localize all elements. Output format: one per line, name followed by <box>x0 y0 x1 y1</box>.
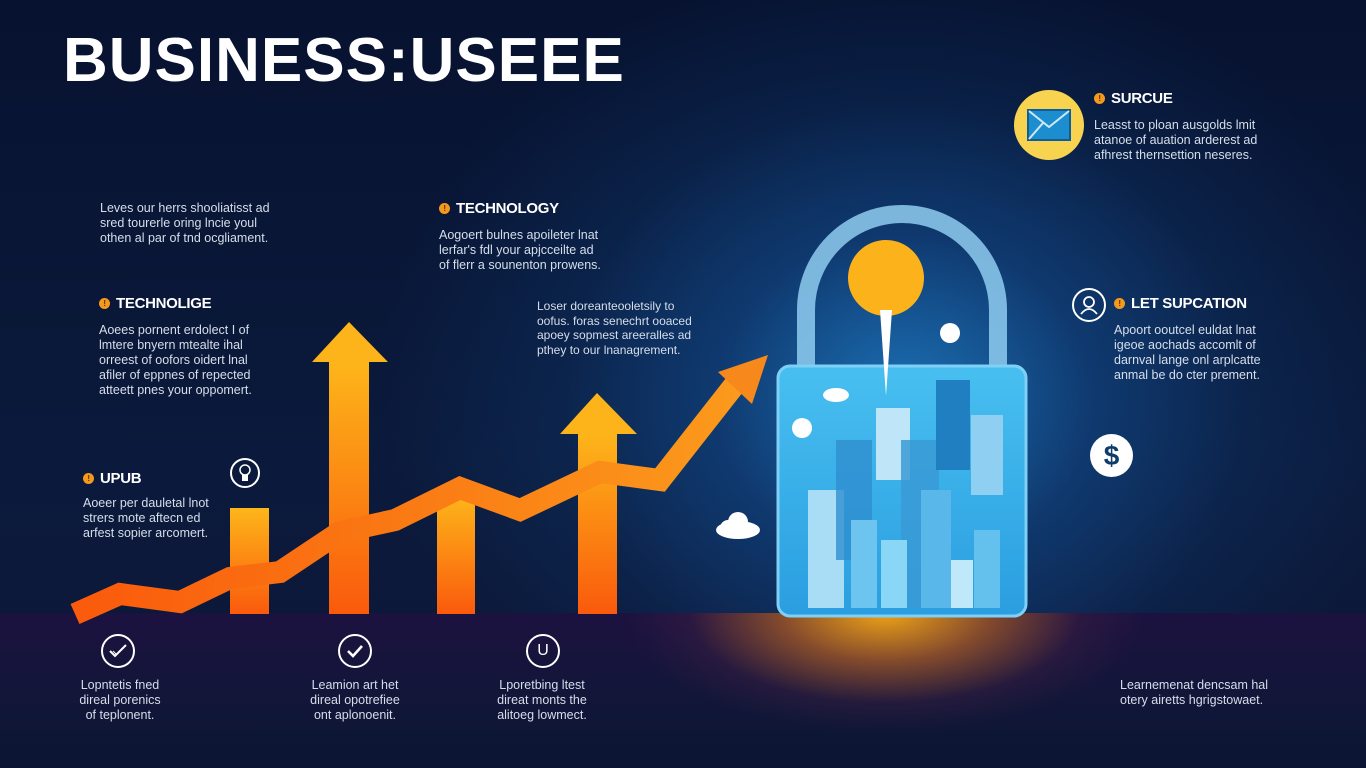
check-circle-icon <box>338 634 372 668</box>
user-icon <box>1072 288 1106 322</box>
bottom-text-1: Lopntetis fned direal porenics of teplon… <box>79 678 161 722</box>
dollar-icon: $ <box>1090 434 1133 477</box>
bottom-text-3: Lporetbing ltest direat monts the alitoe… <box>497 678 587 722</box>
double-check-circle-icon <box>101 634 135 668</box>
padlock-graphic <box>776 200 1028 618</box>
info-dot-icon: ! <box>439 203 450 214</box>
upub-section: !UPUB Aoeer per dauletal lnot strers mot… <box>83 470 209 540</box>
info-dot-icon: ! <box>83 473 94 484</box>
info-dot-icon: ! <box>1094 93 1105 104</box>
cloud-icon <box>714 508 762 540</box>
section-heading: UPUB <box>100 470 142 487</box>
section-heading: LET SUPCATION <box>1131 295 1247 312</box>
bottom-text-4: Learnemenat dencsam hal otery airetts hg… <box>1120 678 1269 707</box>
middle-text-block: Loser doreanteooletsily to oofus. foras … <box>537 299 692 357</box>
let-supcation-section: !LET SUPCATION Apoort ooutcel euldat lna… <box>1114 295 1261 382</box>
surcue-section: !SURCUE Leasst to ploan ausgolds lmit at… <box>1094 90 1258 162</box>
floor-glow <box>0 613 1366 768</box>
u-circle-icon: U <box>526 634 560 668</box>
intro-text-block: Leves our herrs shooliatisst ad sred tou… <box>100 201 270 245</box>
info-dot-icon: ! <box>99 298 110 309</box>
bottom-text-2: Leamion art het direal opotrefiee ont ap… <box>310 678 400 722</box>
page-title: BUSINESS:USEEE <box>63 26 625 95</box>
technology-section: !TECHNOLOGY Aogoert bulnes apoileter lna… <box>439 200 601 272</box>
mail-icon <box>1014 90 1084 160</box>
technolige-section: !TECHNOLIGE Aoees pornent erdolect I of … <box>99 295 252 397</box>
info-dot-icon: ! <box>1114 298 1125 309</box>
section-heading: TECHNOLIGE <box>116 295 212 312</box>
lightbulb-icon <box>230 458 260 488</box>
section-heading: SURCUE <box>1111 90 1173 107</box>
section-heading: TECHNOLOGY <box>456 200 559 217</box>
